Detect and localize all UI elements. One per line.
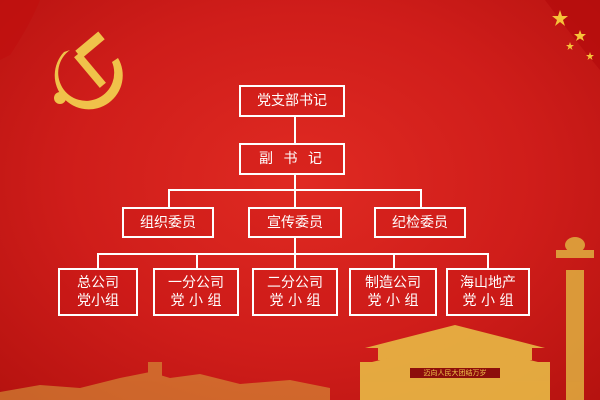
node-group-line2: 党 小 组 — [269, 293, 321, 309]
node-member-label: 组织委员 — [140, 214, 196, 231]
node-deputy: 副 书 记 — [239, 143, 345, 175]
node-member-label: 纪检委员 — [392, 214, 448, 231]
flag-right — [545, 0, 600, 70]
connector-group-3 — [294, 253, 296, 268]
huabiao-pillar — [556, 237, 594, 400]
node-group-hq: 总公司 党小组 — [58, 268, 138, 316]
connector-member-2 — [294, 189, 296, 207]
node-group-line1: 二分公司 — [267, 275, 323, 291]
connector-member-1 — [168, 189, 170, 207]
node-group-line1: 一分公司 — [168, 275, 224, 291]
node-root: 党支部书记 — [239, 85, 345, 117]
node-group-line1: 海山地产 — [460, 275, 516, 291]
connector-groups-horizontal — [97, 253, 488, 255]
hammer-and-sickle-icon — [54, 31, 123, 110]
node-group-line1: 总公司 — [77, 275, 119, 291]
node-group-branch-1: 一分公司 党 小 组 — [153, 268, 239, 316]
node-group-branch-2: 二分公司 党 小 组 — [252, 268, 338, 316]
connector-group-2 — [196, 253, 198, 268]
node-group-realestate: 海山地产 党 小 组 — [446, 268, 530, 316]
connector-member-3 — [420, 189, 422, 207]
flag-left — [0, 0, 40, 60]
tiananmen-gate — [360, 325, 550, 400]
node-member-label: 宣传委员 — [267, 214, 323, 231]
connector-group-1 — [97, 253, 99, 268]
node-group-manufacturing: 制造公司 党 小 组 — [349, 268, 437, 316]
connector-members-down — [294, 238, 296, 254]
node-member-organization: 组织委员 — [122, 207, 214, 238]
connector-deputy-down — [294, 175, 296, 190]
connector-group-5 — [487, 253, 489, 268]
star-icon — [552, 10, 594, 60]
node-deputy-label: 副 书 记 — [259, 151, 325, 167]
great-wall — [0, 362, 330, 400]
connector-root-deputy — [294, 117, 296, 143]
node-group-line2: 党 小 组 — [462, 293, 514, 309]
connector-group-4 — [393, 253, 395, 268]
node-member-publicity: 宣传委员 — [248, 207, 342, 238]
node-group-line2: 党 小 组 — [170, 293, 222, 309]
node-group-line2: 党小组 — [77, 293, 119, 309]
gate-banner-text: 迈向人民大团结万岁 — [423, 369, 487, 377]
node-member-discipline: 纪检委员 — [374, 207, 466, 238]
node-group-line2: 党 小 组 — [367, 293, 419, 309]
node-group-line1: 制造公司 — [365, 275, 421, 291]
node-root-label: 党支部书记 — [257, 93, 327, 109]
